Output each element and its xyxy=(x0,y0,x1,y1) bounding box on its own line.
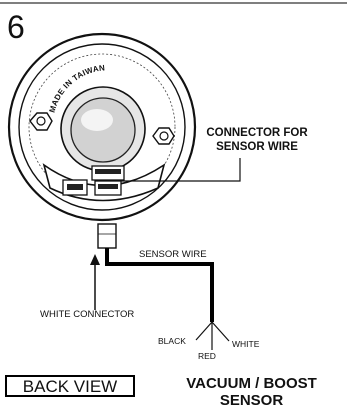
mounting-bolt-left xyxy=(29,112,53,131)
wire-white-label: WHITE xyxy=(232,339,260,349)
sensor-label-line2: SENSOR xyxy=(219,392,284,409)
connector-callout-line2: SENSOR WIRE xyxy=(216,141,298,153)
white-connector-arrow xyxy=(90,254,100,310)
sensor-label-line1: VACUUM / BOOST xyxy=(186,375,317,392)
gauge-inner-ring xyxy=(18,43,186,211)
connector-callout: CONNECTOR FOR SENSOR WIRE xyxy=(188,126,326,154)
wire-black xyxy=(195,321,213,341)
wire-split xyxy=(195,321,230,350)
gauge-back: MADE IN TAIWAN xyxy=(7,32,197,222)
connector-leader-line xyxy=(121,158,241,182)
mounting-bolt-right xyxy=(152,127,175,145)
gauge-outer-ring xyxy=(7,32,197,222)
connector-housing xyxy=(42,163,166,202)
sensor-wire-label: SENSOR WIRE xyxy=(139,249,207,260)
sensor-wire xyxy=(105,248,214,322)
sensor-label: VACUUM / BOOST SENSOR xyxy=(164,375,339,409)
gauge-knurl-ring xyxy=(28,53,176,201)
connector-callout-line1: CONNECTOR FOR xyxy=(206,127,308,139)
wire-black-label: BLACK xyxy=(158,336,186,346)
white-connector-label: WHITE CONNECTOR xyxy=(40,309,135,320)
white-plug xyxy=(97,223,117,249)
wire-white xyxy=(211,321,230,342)
center-highlight xyxy=(81,109,113,131)
wire-red-label: RED xyxy=(198,351,216,361)
back-view-label: BACK VIEW xyxy=(5,375,135,397)
step-number: 6 xyxy=(7,9,25,45)
